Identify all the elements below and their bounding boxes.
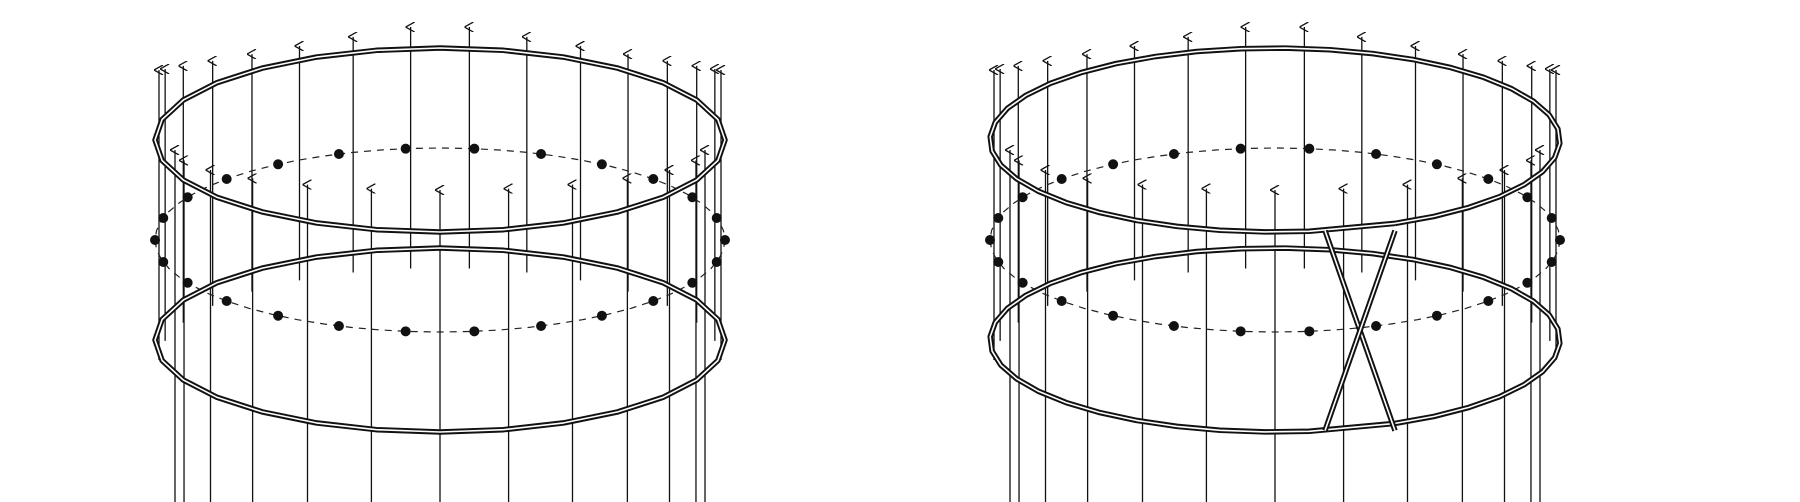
lattice-dot: [273, 159, 284, 170]
lattice-dot: [1546, 212, 1557, 223]
lattice-dot: [158, 212, 169, 223]
panel-left: [150, 27, 730, 502]
lattice-dot: [1108, 159, 1119, 170]
lattice-dot: [711, 257, 722, 268]
lattice-dot: [720, 235, 730, 245]
lattice-dot: [1555, 235, 1565, 245]
lattice-dot: [1522, 192, 1533, 203]
panel-right: [985, 27, 1565, 502]
lattice-dot: [596, 159, 607, 170]
lattice-dot: [333, 321, 344, 332]
lattice-dot: [400, 143, 411, 154]
lattice-dot: [536, 321, 547, 332]
lattice-dot: [993, 257, 1004, 268]
lattice-dot: [536, 148, 547, 159]
lattice-dot: [648, 173, 659, 184]
lattice-dot: [1168, 148, 1179, 159]
lattice-dot: [1431, 310, 1442, 321]
lattice-dot: [158, 257, 169, 268]
lattice-dot: [687, 277, 698, 288]
lattice-dot: [182, 277, 193, 288]
lattice-dot: [1371, 321, 1382, 332]
lattice-dot: [150, 235, 160, 245]
lattice-dot: [1431, 159, 1442, 170]
lattice-dot: [993, 212, 1004, 223]
lattice-dot: [1483, 296, 1494, 307]
dashed-orbit: [989, 147, 1561, 333]
lattice-dot: [469, 143, 480, 154]
lattice-dot: [1017, 192, 1028, 203]
lattice-dot: [687, 192, 698, 203]
lattice-dot: [1304, 143, 1315, 154]
lattice-dot: [182, 192, 193, 203]
lattice-dot: [1168, 321, 1179, 332]
lattice-dot: [1235, 143, 1246, 154]
lattice-dot: [273, 310, 284, 321]
lattice-dot: [1108, 310, 1119, 321]
lattice-dot: [1371, 148, 1382, 159]
top-band-inner: [989, 47, 1561, 233]
lattice-dot: [1522, 277, 1533, 288]
lattice-dot: [711, 212, 722, 223]
top-band-inner: [154, 47, 726, 233]
dashed-orbit: [154, 147, 726, 333]
lattice-dot: [1056, 173, 1067, 184]
lattice-dot: [400, 326, 411, 337]
bottom-band-inner: [154, 247, 726, 433]
twist-strip-inner: [1324, 230, 1396, 431]
lattice-dot: [221, 173, 232, 184]
bottom-band-inner: [989, 247, 1561, 433]
lattice-dot: [469, 326, 480, 337]
lattice-dot: [985, 235, 995, 245]
lattice-dot: [1017, 277, 1028, 288]
lattice-dot: [1546, 257, 1557, 268]
lattice-dot: [1483, 173, 1494, 184]
lattice-dot: [596, 310, 607, 321]
lattice-dot: [648, 296, 659, 307]
lattice-dot: [1304, 326, 1315, 337]
lattice-dot: [1056, 296, 1067, 307]
lattice-dot: [333, 148, 344, 159]
lattice-dot: [221, 296, 232, 307]
lattice-dot: [1235, 326, 1246, 337]
